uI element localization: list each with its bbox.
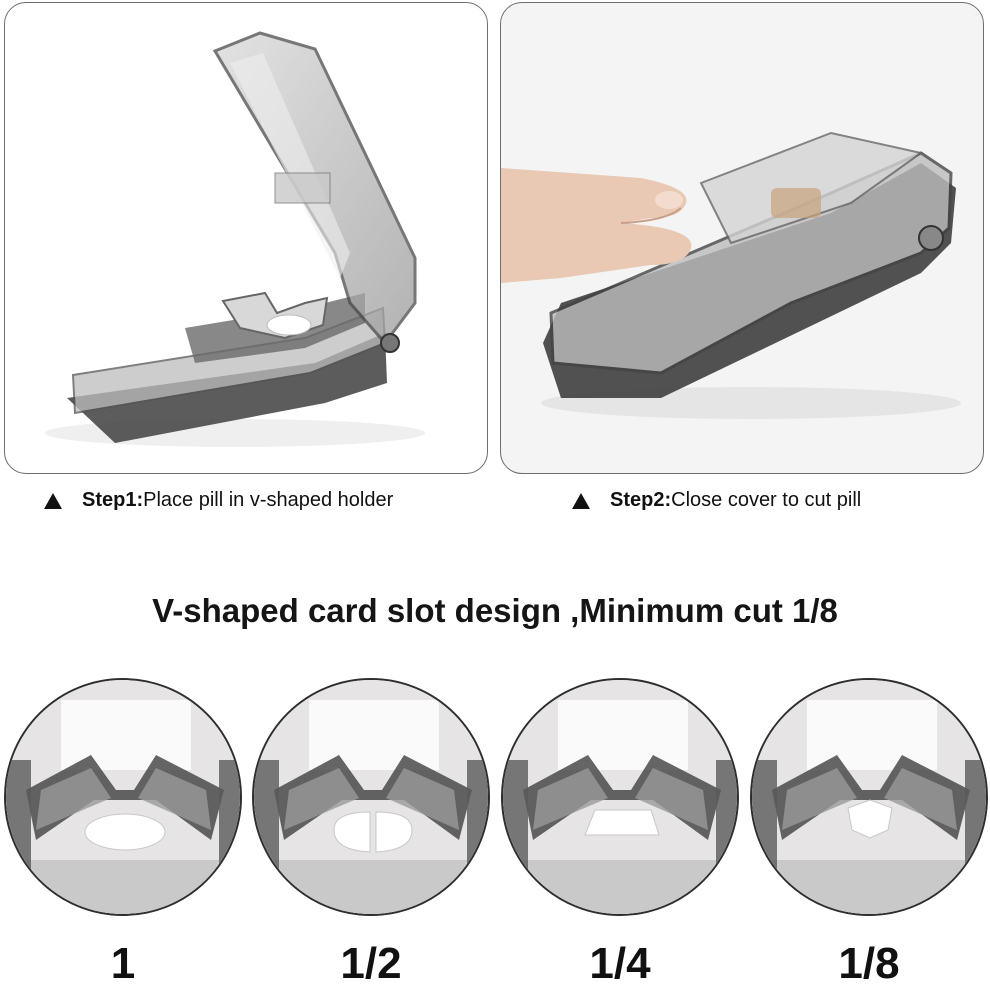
step2-caption: Step2:Close cover to cut pill (572, 489, 861, 512)
cut-circle-eighth (750, 678, 988, 916)
cut-label-eighth: 1/8 (838, 939, 900, 988)
pill-eighth-illustration (847, 799, 893, 839)
step1-photo (4, 2, 488, 474)
step2-prefix: Step2: (610, 489, 672, 511)
cut-label-quarter: 1/4 (589, 939, 651, 988)
pill-whole-illustration (84, 813, 166, 851)
pill-half-right-illustration (375, 811, 413, 853)
triangle-up-icon (44, 492, 62, 509)
pill-cutter-closed-illustration (501, 131, 961, 419)
step2-text: Close cover to cut pill (671, 489, 862, 511)
triangle-up-icon (572, 492, 590, 509)
step1-prefix: Step1: (82, 489, 144, 511)
pill-cutter-open-illustration (45, 31, 425, 447)
cut-label-whole: 1 (110, 939, 136, 988)
cut-circle-quarter (501, 678, 739, 916)
finger-illustration (501, 168, 692, 283)
pill-half-left-illustration (333, 811, 371, 853)
step1-caption: Step1:Place pill in v-shaped holder (44, 489, 393, 512)
cut-circle-half (252, 678, 490, 916)
step1-text: Place pill in v-shaped holder (143, 489, 394, 511)
headline: V-shaped card slot design ,Minimum cut 1… (152, 592, 838, 629)
cut-label-half: 1/2 (340, 939, 402, 988)
cut-circle-whole (4, 678, 242, 916)
step2-photo (500, 2, 984, 474)
pill-quarter-illustration (584, 809, 660, 836)
